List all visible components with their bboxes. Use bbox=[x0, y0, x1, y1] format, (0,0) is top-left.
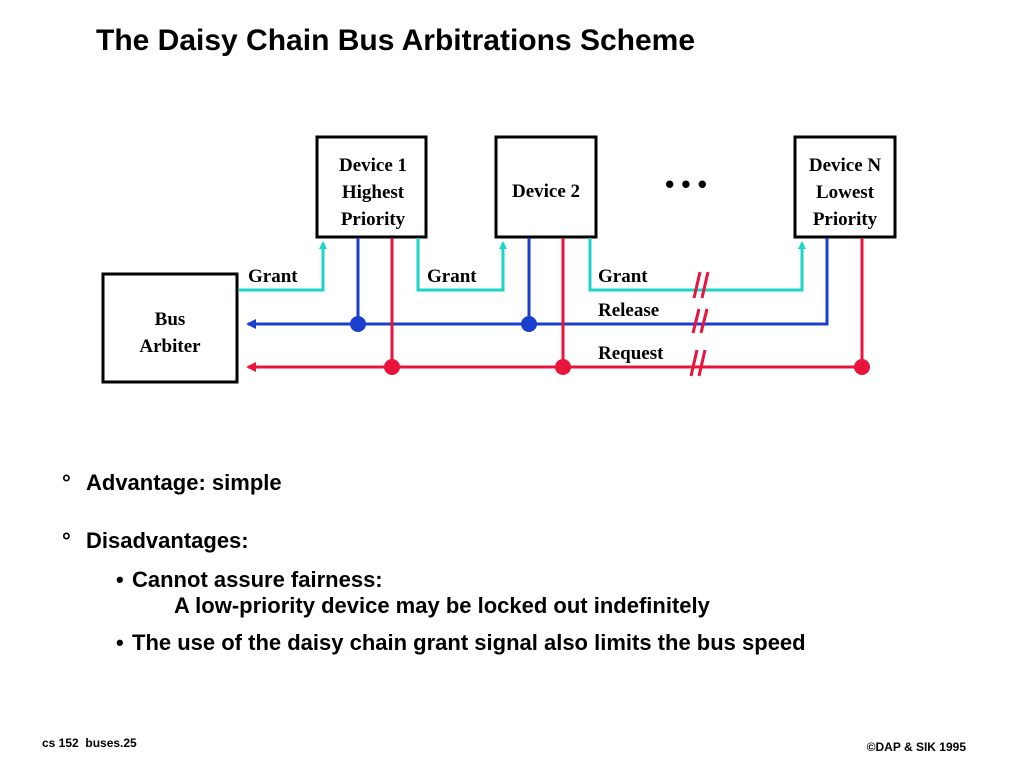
footer-copyright: ©DAP & SIK 1995 bbox=[866, 740, 966, 754]
grant-line-device-1-to-device-2 bbox=[416, 238, 507, 292]
device-n-label-line2: Lowest bbox=[816, 182, 875, 203]
device-2-label: Device 2 bbox=[512, 181, 580, 202]
request-junction-device-2 bbox=[555, 359, 571, 375]
request-label: Request bbox=[598, 343, 664, 364]
daisy-chain-diagram: Bus Arbiter Device 1 Highest Priority De… bbox=[101, 135, 897, 384]
release-label: Release bbox=[598, 300, 659, 321]
break-mark-request bbox=[689, 349, 707, 377]
bus-arbiter-box: Bus Arbiter bbox=[101, 272, 239, 384]
device-n-box: Device N Lowest Priority bbox=[793, 135, 897, 239]
slide-title: The Daisy Chain Bus Arbitrations Scheme bbox=[96, 24, 696, 57]
request-signal-lines bbox=[246, 238, 864, 372]
device-2-box: Device 2 bbox=[494, 135, 598, 239]
request-junction-device-1 bbox=[384, 359, 400, 375]
release-signal-lines bbox=[246, 238, 829, 329]
sub-bullet-marker: • bbox=[116, 567, 124, 592]
fairness-detail-text: A low-priority device may be locked out … bbox=[174, 593, 710, 618]
sub-bullet-speed: • The use of the daisy chain grant signal… bbox=[116, 630, 806, 656]
release-junction-device-1 bbox=[350, 316, 366, 332]
break-mark-grant bbox=[692, 271, 710, 299]
sub-bullet-fairness: • Cannot assure fairness: bbox=[116, 567, 383, 593]
device-1-label-line3: Priority bbox=[341, 209, 406, 230]
advantage-text: Advantage: simple bbox=[86, 470, 282, 495]
device-1-label-line1: Device 1 bbox=[339, 155, 407, 176]
grant-label-3: Grant bbox=[598, 266, 648, 287]
grant-signal-lines bbox=[239, 238, 806, 292]
grant-line-arbiter-to-device-1 bbox=[239, 241, 327, 292]
request-bus-line bbox=[246, 238, 864, 372]
disadvantages-text: Disadvantages: bbox=[86, 528, 249, 553]
bullet-disadvantages: ° Disadvantages: bbox=[62, 528, 249, 554]
sub-bullet-marker: • bbox=[116, 630, 124, 655]
device-n-label-line1: Device N bbox=[809, 155, 882, 176]
grant-label-2: Grant bbox=[427, 266, 477, 287]
release-junction-device-2 bbox=[521, 316, 537, 332]
device-1-label-line2: Highest bbox=[342, 182, 405, 203]
device-1-box: Device 1 Highest Priority bbox=[315, 135, 428, 239]
degree-bullet-marker: ° bbox=[62, 528, 71, 553]
footer-course-label: cs 152 buses.25 bbox=[42, 736, 137, 750]
request-junction-device-n bbox=[854, 359, 870, 375]
grant-label-1: Grant bbox=[248, 266, 298, 287]
sub-bullet-fairness-detail: A low-priority device may be locked out … bbox=[174, 593, 710, 619]
bus-arbiter-label-line2: Arbiter bbox=[139, 336, 201, 357]
degree-bullet-marker: ° bbox=[62, 470, 71, 495]
ellipsis: • • • bbox=[665, 169, 707, 199]
break-mark-release bbox=[691, 308, 709, 334]
release-bus-line bbox=[246, 238, 829, 329]
speed-text: The use of the daisy chain grant signal … bbox=[132, 630, 806, 655]
bullet-advantage: ° Advantage: simple bbox=[62, 470, 282, 496]
fairness-text: Cannot assure fairness: bbox=[132, 567, 383, 592]
bus-arbiter-label-line1: Bus bbox=[155, 309, 186, 330]
device-n-label-line3: Priority bbox=[813, 209, 878, 230]
